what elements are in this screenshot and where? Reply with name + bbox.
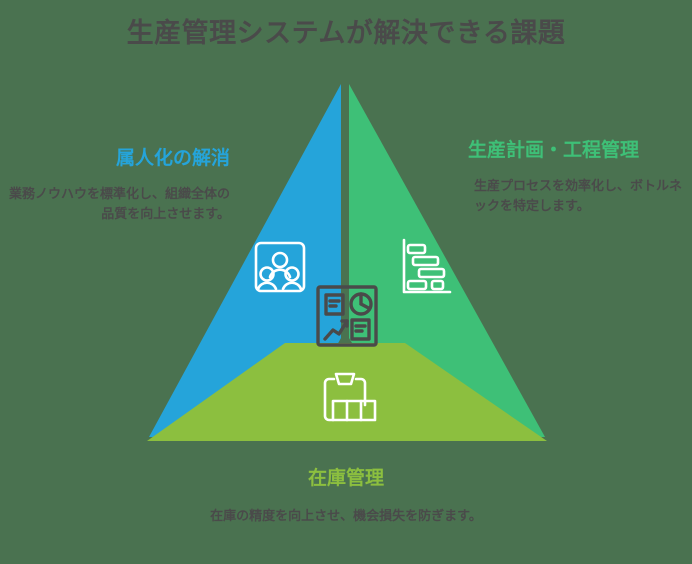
segment-bottom-heading: 在庫管理 xyxy=(307,467,384,489)
page-title: 生産管理システムが解決できる課題 xyxy=(126,18,566,49)
segment-bottom-body: 在庫の精度を向上させ、機会損失を防ぎます。 xyxy=(210,508,482,524)
segment-label-right: 生産計画・工程管理 生産プロセスを効率化し、ボトルネックを特定します。 xyxy=(468,138,690,217)
segment-label-bottom: 在庫管理 在庫の精度を向上させ、機会損失を防ぎます。 xyxy=(146,466,546,527)
segment-right-heading: 生産計画・工程管理 xyxy=(468,139,640,161)
gantt-chart-icon xyxy=(402,238,452,294)
segment-left-body: 業務ノウハウを標準化し、組織全体の品質を向上させます。 xyxy=(8,186,230,222)
segment-right-body: 生産プロセスを効率化し、ボトルネックを特定します。 xyxy=(474,178,683,214)
clipboard-inventory-icon xyxy=(323,372,377,422)
dashboard-analytics-icon xyxy=(316,285,378,347)
segment-label-left: 属人化の解消 業務ノウハウを標準化し、組織全体の品質を向上させます。 xyxy=(8,146,230,225)
segment-left-heading: 属人化の解消 xyxy=(115,147,230,169)
segment-bottom-band[interactable] xyxy=(147,343,547,441)
team-users-icon xyxy=(254,241,306,293)
